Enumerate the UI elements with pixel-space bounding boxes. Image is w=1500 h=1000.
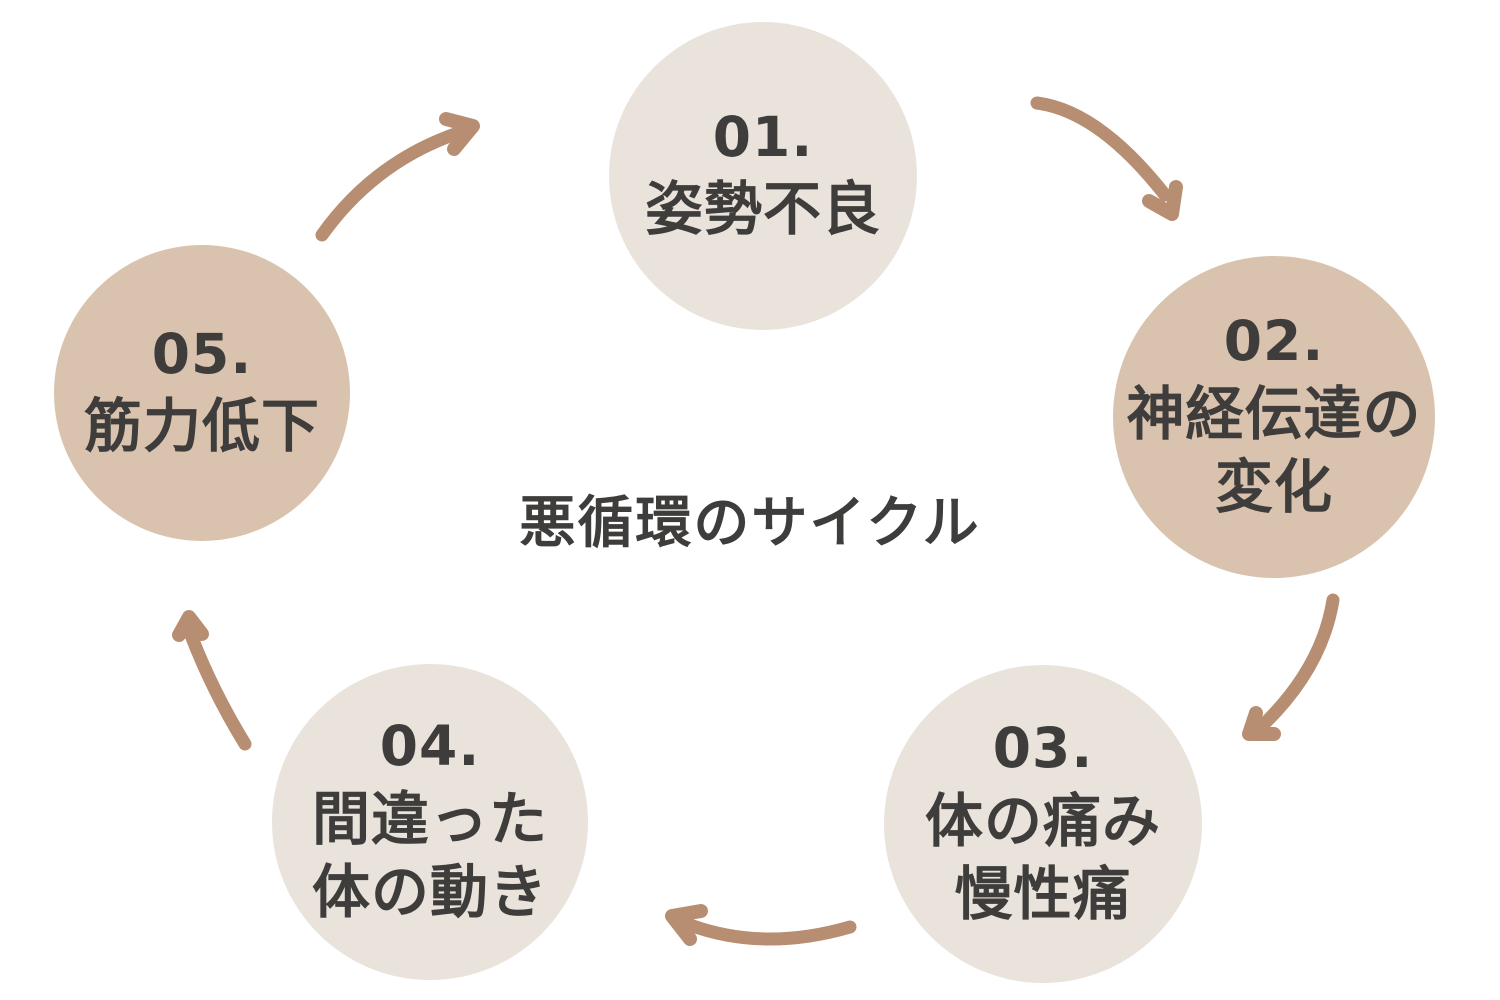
arrow-02-to-03-head [1242, 706, 1281, 741]
diagram-title: 悪循環のサイクル [519, 491, 981, 556]
arrow-01-to-02-head [1142, 180, 1183, 221]
step-label: 間違った 体の動き [311, 784, 548, 926]
arrow-03-to-04-head [665, 904, 708, 946]
step-label: 体の痛み 慢性痛 [924, 786, 1161, 928]
arrow-05-to-01-head [439, 112, 480, 156]
step-number: 01. [712, 104, 814, 169]
step-number: 05. [151, 321, 253, 386]
step-circle-3: 03. 体の痛み 慢性痛 [884, 665, 1202, 983]
step-circle-4: 04. 間違った 体の動き [272, 664, 588, 980]
step-number: 03. [992, 716, 1094, 781]
step-label: 姿勢不良 [644, 175, 881, 244]
arrow-04-to-05-head [172, 610, 209, 642]
arrow-04-to-05-curve [184, 628, 252, 751]
arrow-01-to-02-curve [1030, 96, 1172, 202]
step-label: 神経伝達の 変化 [1126, 379, 1422, 521]
step-number: 02. [1223, 309, 1325, 374]
step-circle-5: 05. 筋力低下 [54, 245, 350, 541]
arrow-02-to-03-curve [1256, 593, 1340, 732]
step-label: 筋力低下 [83, 392, 320, 461]
arrow-05-to-01-curve [315, 126, 465, 242]
step-number: 04. [379, 714, 481, 779]
step-circle-2: 02. 神経伝達の 変化 [1113, 256, 1435, 578]
arrow-03-to-04-curve [683, 918, 857, 946]
step-circle-1: 01. 姿勢不良 [609, 22, 917, 330]
